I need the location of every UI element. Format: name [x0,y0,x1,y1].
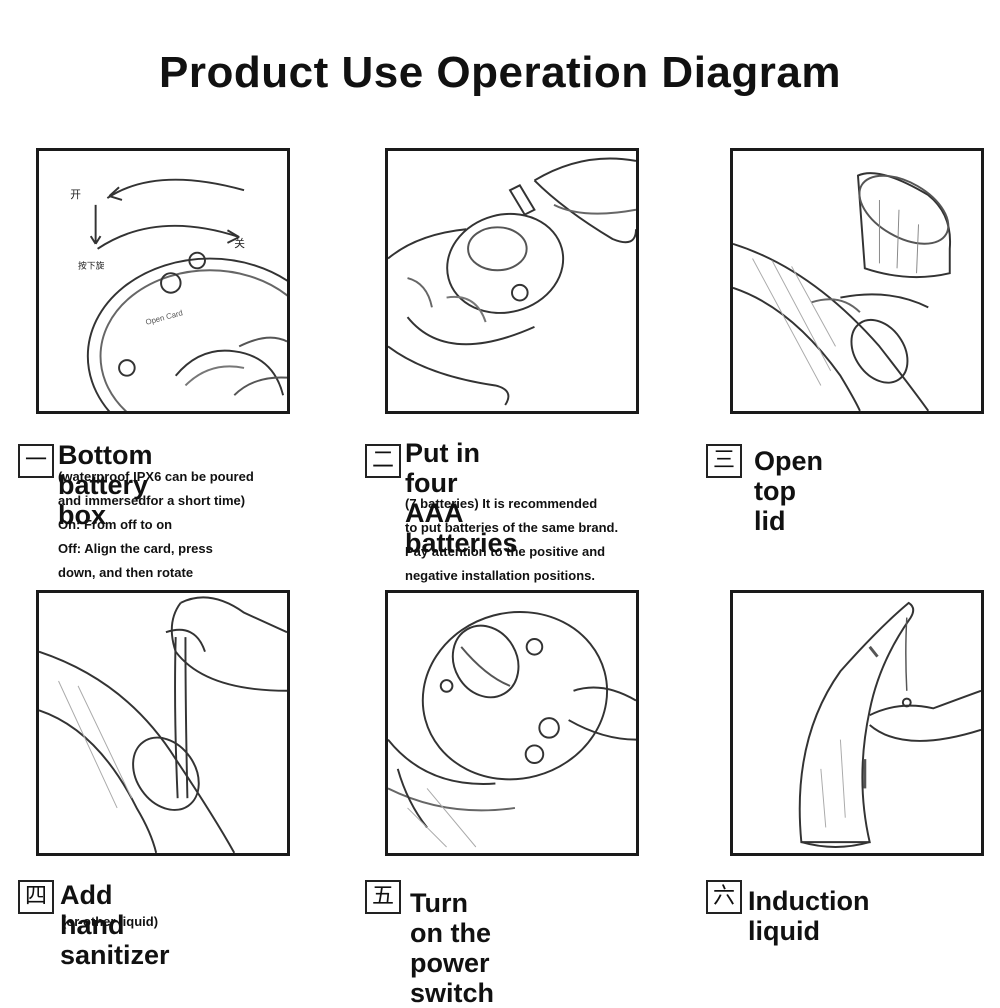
batteries-sketch [388,157,636,406]
step-1-number: 一 [18,444,54,478]
illustration-insert-batteries [385,148,639,414]
step-3-heading: Open top lid [754,446,824,536]
illustration-open-lid [730,148,984,414]
step-6-heading: Induction liquid [748,886,870,946]
page-title: Product Use Operation Diagram [159,48,841,97]
open-label: 开 [70,188,81,201]
induction-sketch [798,601,981,848]
step-4-notes: (or other liquid) [62,914,159,929]
step-5-heading: Turn on the power switch [410,888,495,1008]
step-2-number: 二 [365,444,401,478]
illustration-battery-box: 开 关 按下旋 Open Card [36,148,290,414]
step-4-heading: Add hand sanitizer [60,880,170,970]
step-1-heading: Bottom battery box [58,440,153,530]
step-2-notes: (7 batteries) It is recommended to put b… [405,496,619,583]
step-1-notes: (waterproof IPX6 can be poured and immer… [58,469,254,580]
step-2-heading: Put in four AAA batteries [405,438,518,558]
open-lid-sketch [733,172,952,411]
step-3-number: 三 [706,444,742,478]
step-5-number: 五 [365,880,401,914]
close-label: 关 [234,237,245,250]
add-sanitizer-sketch [39,596,287,853]
step-4-number: 四 [18,880,54,914]
battery-box-sketch: 开 关 按下旋 Open Card [70,178,287,411]
press-rotate-label: 按下旋 [78,259,105,271]
illustration-add-sanitizer [36,590,290,856]
open-card-label: Open Card [145,308,184,327]
illustration-induction-liquid [730,590,984,856]
illustration-power-switch [385,590,639,856]
power-switch-sketch [388,611,636,848]
step-6-number: 六 [706,880,742,914]
